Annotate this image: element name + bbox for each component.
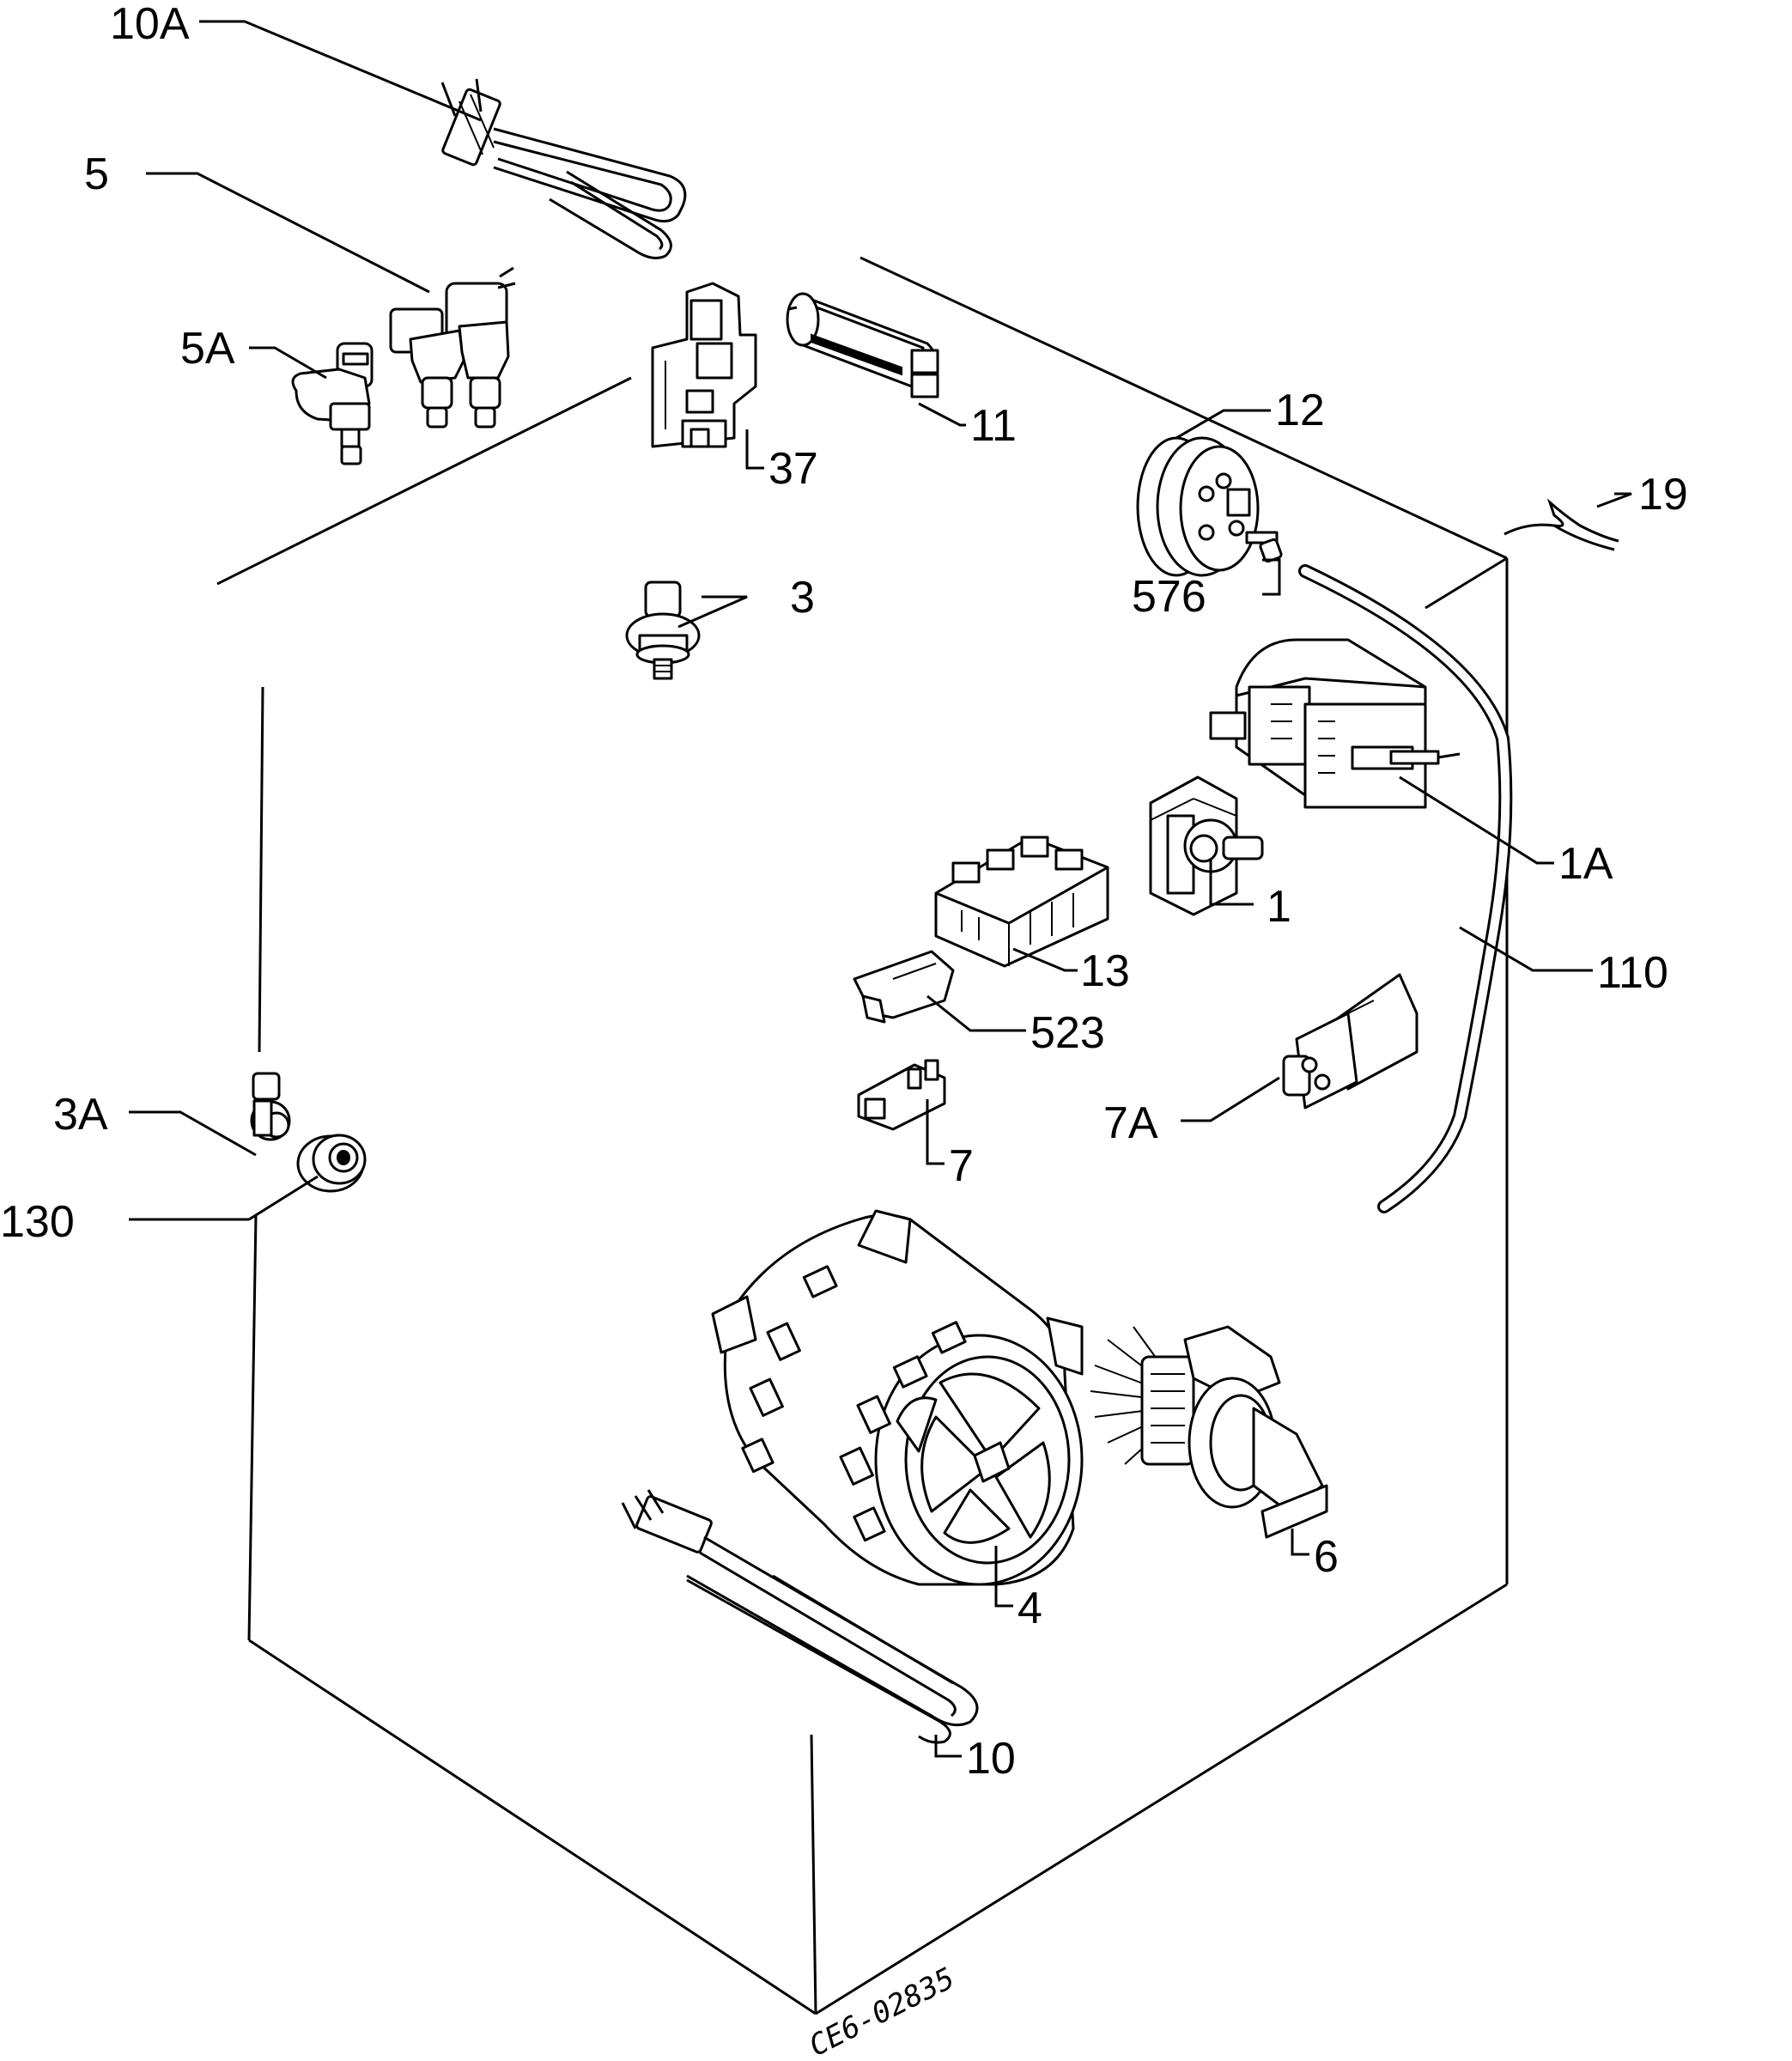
hose-110 [1298, 564, 1513, 1213]
label-37: 37 [768, 444, 818, 494]
label-110: 110 [1597, 948, 1668, 998]
heating-element-10a [440, 78, 687, 259]
single-inlet-valve-5a [291, 342, 374, 465]
label-13: 13 [1080, 946, 1130, 996]
label-6: 6 [1314, 1532, 1339, 1582]
label-3: 3 [790, 573, 815, 623]
pressure-switch-12 [1136, 436, 1279, 577]
label-11: 11 [970, 401, 1017, 451]
label-10: 10 [966, 1734, 1016, 1784]
label-5a: 5A [180, 324, 235, 374]
selector-switch-1 [1149, 775, 1264, 916]
part-labels: 10A 5 5A 37 11 12 19 576 3 1A 1 110 13 5… [0, 0, 1688, 2061]
double-inlet-valve-5 [389, 266, 516, 429]
label-523: 523 [1030, 1008, 1105, 1058]
label-7: 7 [949, 1141, 974, 1191]
label-4: 4 [1017, 1584, 1042, 1633]
label-1: 1 [1267, 882, 1291, 932]
heating-element-10 [621, 1489, 979, 1744]
drain-pump-6 [1090, 1325, 1328, 1539]
door-interlock-7a [1282, 973, 1418, 1110]
bracket-37 [651, 282, 757, 448]
drawing-code: CE6-02835 [804, 1961, 960, 2061]
label-10a: 10A [110, 0, 190, 49]
label-576: 576 [1132, 572, 1206, 622]
label-12: 12 [1275, 386, 1325, 435]
program-timer-1a [1209, 638, 1461, 809]
leader-lines [129, 20, 1632, 1758]
label-5: 5 [84, 149, 109, 199]
sensor-3a [250, 1072, 291, 1141]
cabinet-outline [216, 256, 1509, 2015]
sensor-3 [625, 581, 701, 680]
label-1a: 1A [1558, 839, 1613, 889]
motor-4 [711, 1209, 1084, 1586]
label-130: 130 [0, 1197, 75, 1247]
label-3a: 3A [53, 1090, 108, 1140]
door-interlock-7 [857, 1059, 946, 1131]
capacitor-11 [786, 292, 939, 398]
switch-block-13 [934, 836, 1109, 968]
label-7a: 7A [1103, 1098, 1158, 1148]
clip-19 [1503, 498, 1619, 551]
clamp-523 [853, 950, 955, 1024]
label-19: 19 [1638, 470, 1688, 520]
